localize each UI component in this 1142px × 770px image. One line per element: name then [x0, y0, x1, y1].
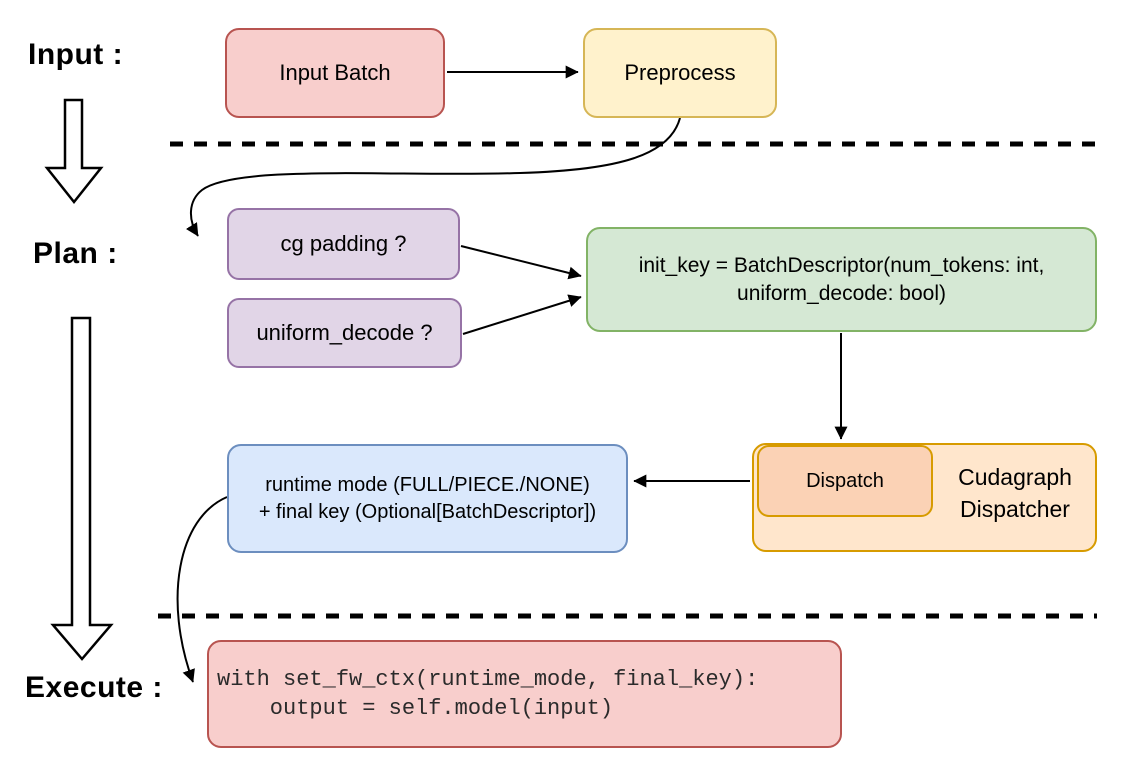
node-input-batch-label: Input Batch — [279, 60, 391, 85]
node-runtime-mode-line2: + final key (Optional[BatchDescriptor]) — [258, 500, 597, 523]
connector-cg-padding-to-init-key — [460, 245, 582, 280]
node-preprocess: Preprocess — [583, 28, 777, 118]
cudagraph-dispatcher-title: Cudagraph Dispatcher — [933, 461, 1097, 525]
node-init-key-line1: init_key = BatchDescriptor(num_tokens: i… — [638, 253, 1045, 277]
node-cg-padding: cg padding ? — [227, 208, 460, 280]
hollow-down-arrow-input-to-plan-icon — [44, 98, 104, 205]
node-runtime-mode: runtime mode (FULL/PIECE./NONE) + final … — [227, 444, 628, 553]
stage-label-plan: Plan : — [33, 237, 118, 270]
execute-code-line1: with set_fw_ctx(runtime_mode, final_key)… — [217, 667, 759, 692]
node-execute-code: with set_fw_ctx(runtime_mode, final_key)… — [207, 640, 842, 748]
cudagraph-dispatcher-title-line2: Dispatcher — [960, 496, 1070, 522]
hollow-down-arrow-plan-to-execute-icon — [50, 316, 114, 661]
node-dispatch: Dispatch — [757, 445, 933, 517]
node-cg-padding-label: cg padding ? — [280, 231, 407, 256]
connector-runtime-mode-to-execute-code — [176, 496, 228, 683]
stage-label-input: Input : — [28, 38, 124, 71]
node-init-key-line2: uniform_decode: bool) — [737, 281, 946, 305]
node-init-key: init_key = BatchDescriptor(num_tokens: i… — [586, 227, 1097, 332]
connector-preprocess-to-cg-padding — [185, 117, 681, 237]
node-preprocess-label: Preprocess — [624, 60, 736, 85]
node-runtime-mode-line1: runtime mode (FULL/PIECE./NONE) — [265, 473, 590, 496]
node-uniform-decode-label: uniform_decode ? — [256, 320, 433, 345]
node-input-batch: Input Batch — [225, 28, 445, 118]
connector-uniform-decode-to-init-key — [462, 294, 582, 335]
node-dispatch-label: Dispatch — [806, 469, 884, 492]
execute-code-line2: output = self.model(input) — [217, 696, 614, 721]
cudagraph-dispatcher-title-line1: Cudagraph — [958, 464, 1072, 490]
node-uniform-decode: uniform_decode ? — [227, 298, 462, 368]
stage-label-execute: Execute : — [25, 671, 163, 704]
